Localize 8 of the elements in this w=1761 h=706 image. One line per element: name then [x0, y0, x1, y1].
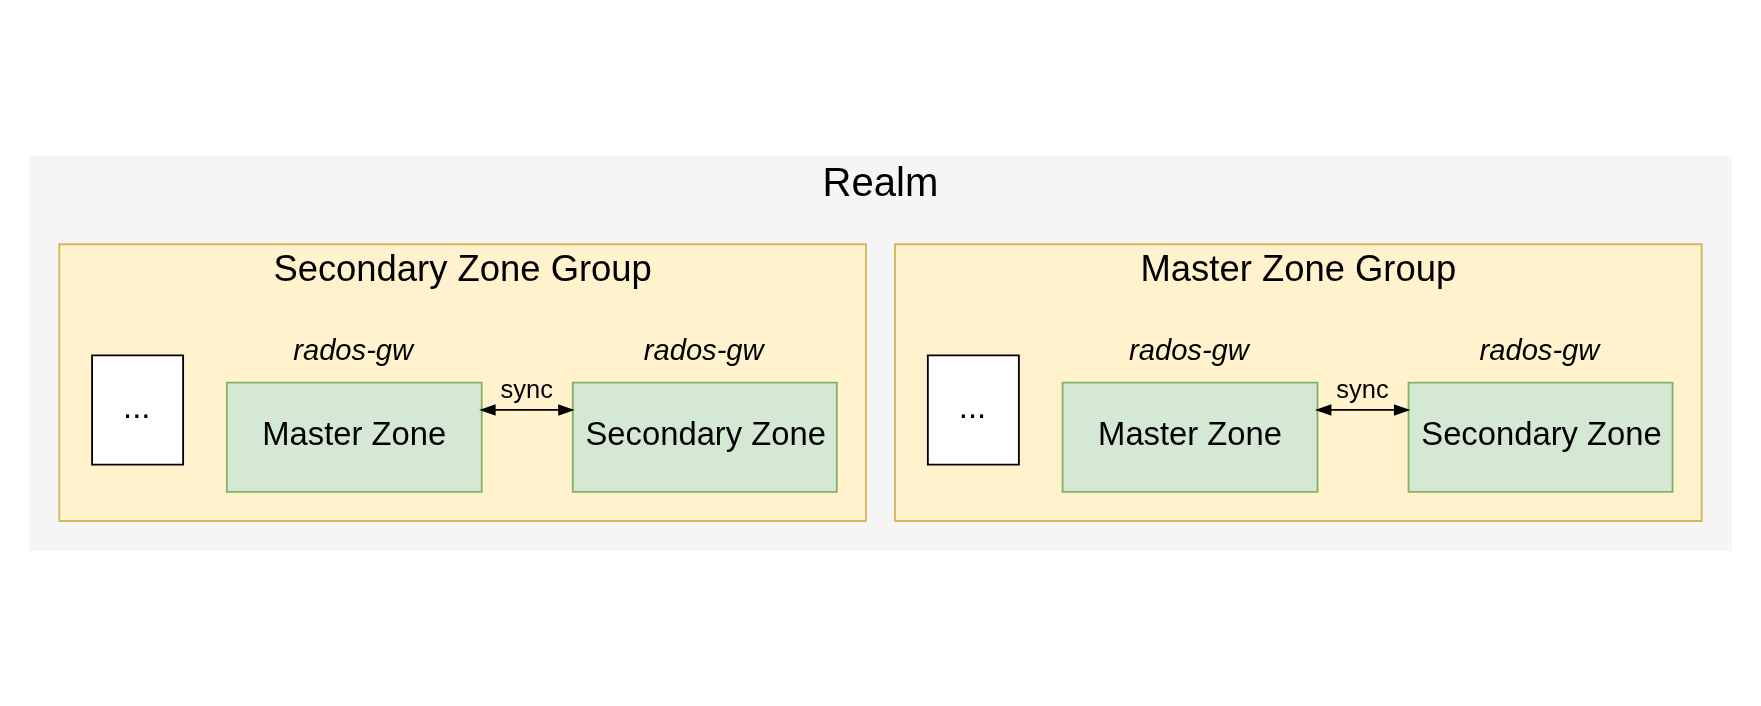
arrow	[479, 403, 575, 416]
edge-label: sync	[500, 374, 554, 403]
node-label: rados-gw	[293, 333, 414, 366]
edge-label: sync	[1336, 374, 1389, 403]
node-label: rados-gw	[1129, 333, 1249, 366]
node-label: rados-gw	[643, 333, 764, 366]
arrow	[1315, 403, 1411, 416]
node-label: rados-gw	[1479, 333, 1600, 366]
